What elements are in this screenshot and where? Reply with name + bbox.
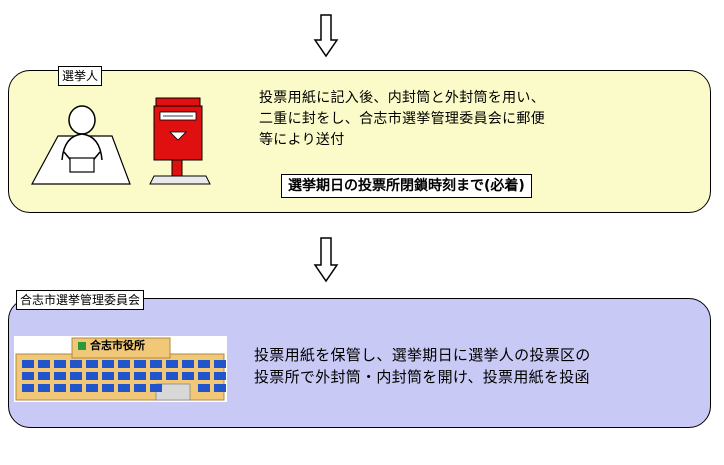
- building-window: [102, 360, 114, 368]
- building-window: [214, 384, 226, 392]
- building-window: [70, 372, 82, 380]
- building-window: [102, 384, 114, 392]
- building-window: [22, 360, 34, 368]
- building-window: [38, 372, 50, 380]
- committee-label: 合志市選挙管理委員会: [16, 290, 145, 310]
- building-window: [198, 360, 210, 368]
- building-window: [118, 360, 130, 368]
- building-window: [38, 360, 50, 368]
- building-window: [134, 372, 146, 380]
- committee-instructions: 投票用紙を保管し、選挙期日に選挙人の投票区の 投票所で外封筒・内封筒を開け、投票…: [254, 346, 591, 386]
- building-window: [198, 384, 210, 392]
- building-window: [134, 360, 146, 368]
- building-window: [182, 360, 194, 368]
- building-window: [214, 360, 226, 368]
- building-window: [166, 372, 178, 380]
- building-window: [150, 384, 162, 392]
- voter-label: 選挙人: [58, 66, 103, 86]
- building-window: [150, 360, 162, 368]
- postbox-icon: [149, 97, 211, 185]
- down-arrow-icon: [313, 14, 339, 58]
- building-window: [70, 360, 82, 368]
- building-window: [22, 384, 34, 392]
- building-window: [54, 372, 66, 380]
- building-window: [166, 360, 178, 368]
- building-window: [86, 372, 98, 380]
- building-window: [22, 372, 34, 380]
- building-window: [214, 372, 226, 380]
- building-window: [134, 384, 146, 392]
- building-window: [86, 360, 98, 368]
- person-writing-icon: [30, 105, 131, 185]
- building-window: [38, 384, 50, 392]
- building-window: [54, 360, 66, 368]
- building-window: [86, 384, 98, 392]
- voter-instructions: 投票用紙に記入後、内封筒と外封筒を用い、 二重に封をし、合志市選挙管理委員会に郵…: [259, 90, 545, 148]
- building-window: [54, 384, 66, 392]
- building-window: [102, 372, 114, 380]
- building-window: [198, 372, 210, 380]
- building-window: [182, 372, 194, 380]
- city-hall-icon: 合志市役所: [14, 336, 227, 402]
- building-window: [70, 384, 82, 392]
- building-window: [118, 372, 130, 380]
- building-window: [118, 384, 130, 392]
- building-window: [150, 372, 162, 380]
- city-hall-sign: 合志市役所: [90, 339, 145, 352]
- down-arrow-icon: [313, 237, 339, 283]
- deadline-label: 選挙期日の投票所閉鎖時刻まで(必着): [281, 174, 532, 198]
